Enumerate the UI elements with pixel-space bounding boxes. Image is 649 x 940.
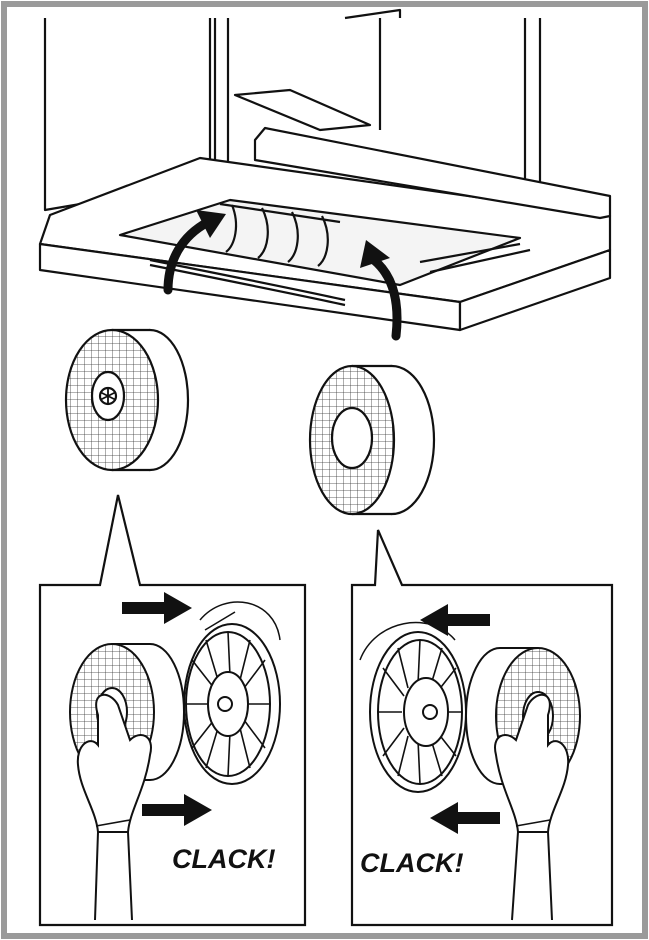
left-panel-illustration: [69, 601, 281, 921]
clack-label-left: CLACK!: [172, 844, 275, 874]
left-arrow-icon: [420, 604, 490, 636]
left-arrow-icon: [430, 802, 500, 834]
clack-label-right: CLACK!: [360, 848, 463, 878]
filter-cartridge-back: [64, 328, 190, 472]
curved-up-arrow-icon: [360, 240, 402, 341]
right-arrow-icon: [142, 794, 212, 826]
filter-cartridge-front: [308, 364, 436, 516]
cooker-hood: [38, 8, 612, 332]
curved-up-arrow-icon: [163, 210, 226, 295]
right-panel-illustration: [359, 621, 581, 921]
right-arrow-icon: [122, 592, 192, 624]
